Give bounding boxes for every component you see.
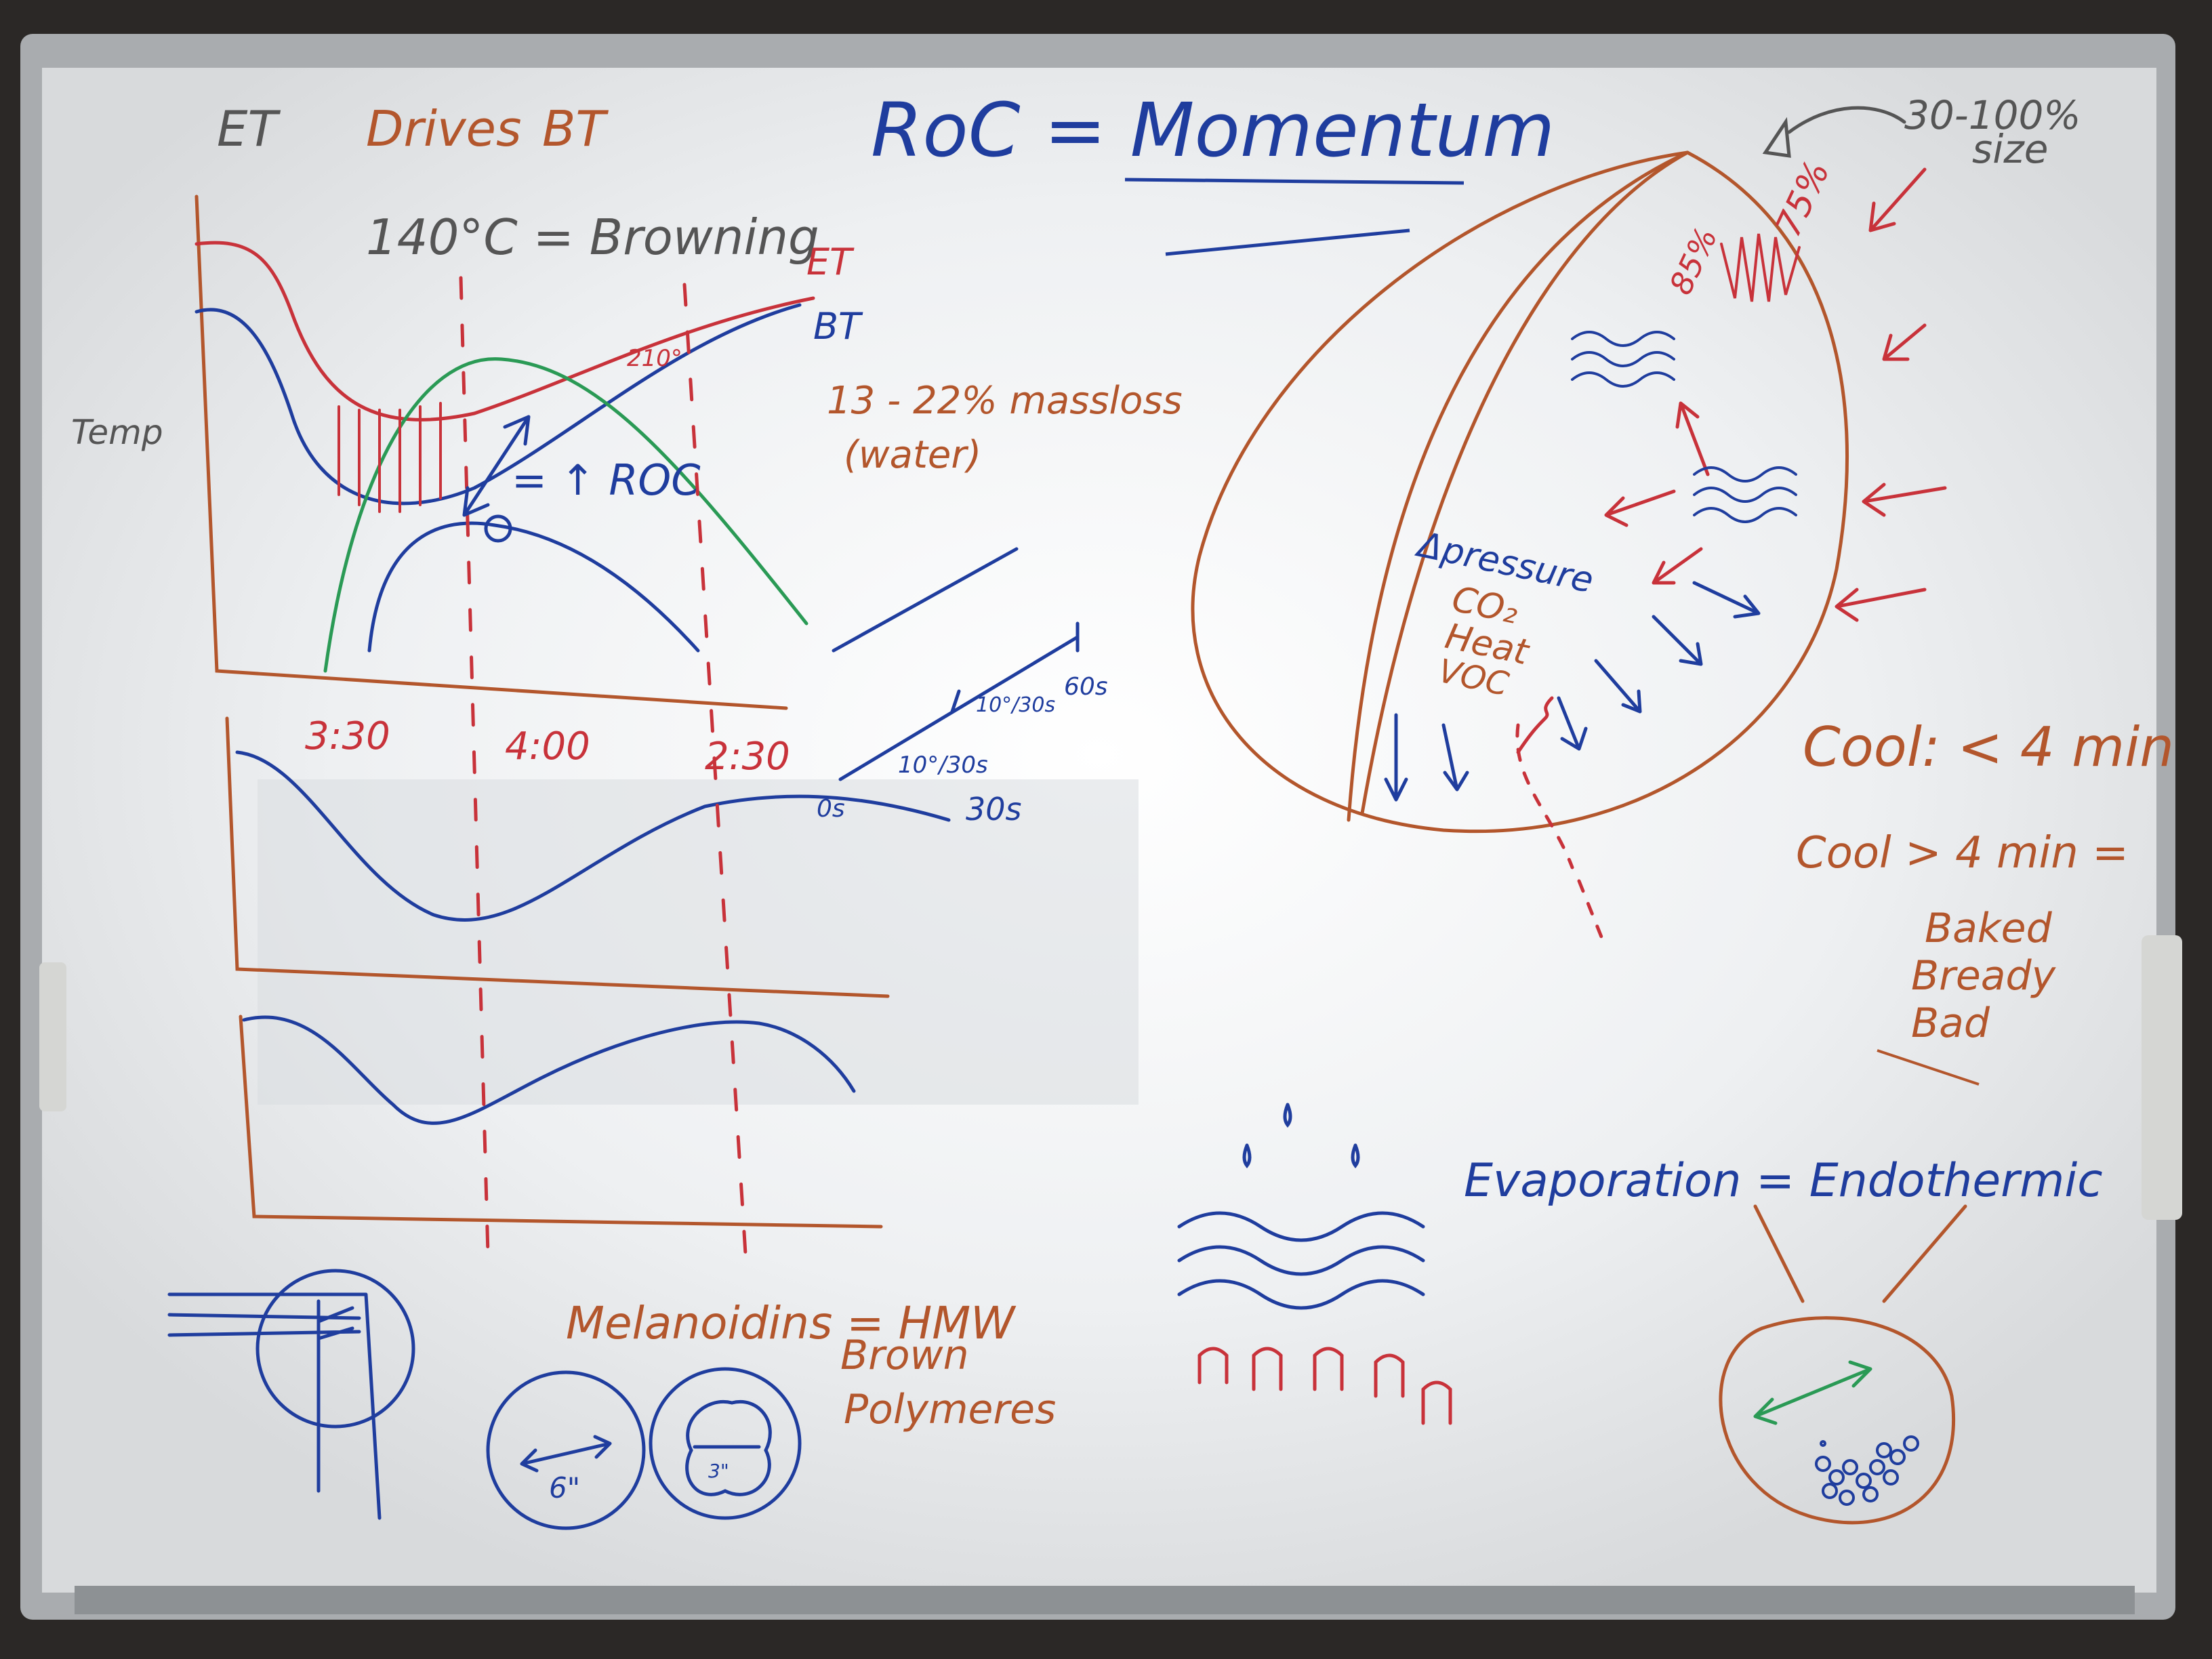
phase-label-drying: 3:30 — [305, 714, 390, 758]
size-word: size — [1972, 126, 2048, 172]
internal-red-arrows — [1515, 401, 1710, 951]
roc-peak-marker — [484, 514, 512, 543]
melanoidins-polymeres: Polymeres — [844, 1386, 1056, 1433]
water-note: (water) — [844, 433, 981, 477]
right-mount-bracket — [2142, 935, 2182, 1220]
ramp-line-lower — [838, 635, 1080, 781]
bean-6in-label: 6" — [549, 1471, 580, 1504]
roc-curve-3 — [242, 1015, 856, 1125]
phase-label-development: 2:30 — [705, 735, 790, 779]
bean-cross-sections — [167, 1269, 802, 1530]
cooling-result-3: Bad — [1911, 1000, 1990, 1047]
bean-3in-circle — [649, 1367, 802, 1520]
roast-curve-graphs — [194, 194, 1080, 1256]
ramp-line-upper — [832, 547, 1019, 653]
bean-outline — [1191, 150, 1849, 834]
roc-double-arrow — [462, 415, 531, 517]
cooling-rule: Cool: < 4 min — [1803, 716, 2174, 779]
browning-note: 140°C = Browning — [366, 209, 819, 266]
surface-heat-scribble — [1720, 233, 1801, 302]
phase-divider-1 — [459, 276, 490, 1256]
marker-tray — [75, 1586, 2135, 1614]
cooling-result-1: Baked — [1925, 905, 2053, 952]
roc-curve-2 — [235, 750, 951, 922]
board-text: ET Drives BT RoC = Momentum 140°C = Brow… — [71, 87, 2174, 1504]
evaporation-illustration — [1177, 1103, 1452, 1425]
bean-crease-inner — [1360, 150, 1689, 815]
bean-6in-circle — [486, 1370, 646, 1530]
bean-3in-label: 3" — [708, 1460, 729, 1482]
melanoidins-brown: Brown — [840, 1332, 969, 1379]
cell-size-arrow — [1753, 1360, 1872, 1425]
phase-divider-2 — [682, 283, 747, 1256]
mass-loss-note: 13 - 22% massloss — [827, 379, 1183, 423]
magnifier-funnel — [1753, 1204, 1967, 1303]
coffee-bean-diagram — [1191, 106, 1947, 951]
bean-crease-outer — [1347, 150, 1689, 822]
evaporation-note: Evaporation = Endothermic — [1464, 1154, 2103, 1208]
steam-droplets — [1242, 1103, 1360, 1169]
water-waves — [1177, 1211, 1425, 1310]
ramp-label-upper: 10°/30s — [976, 693, 1055, 717]
page-title: RoC = Momentum — [871, 87, 1555, 173]
phase-label-maillard: 4:00 — [505, 724, 590, 769]
bean-moisture-waves — [1571, 331, 1797, 523]
size-pointer-arrow — [1787, 106, 1906, 134]
heading-bt: BT — [542, 100, 609, 157]
cooling-underline — [1877, 1049, 1980, 1086]
roc-curve-1 — [367, 521, 700, 653]
internal-blue-arrows — [1384, 581, 1761, 802]
smudge-area — [258, 779, 1139, 1105]
ramp-label-60s: 60s — [1064, 673, 1108, 701]
pressure-squiggle — [1516, 696, 1554, 754]
melanoidins-note: Melanoidins = HMW — [566, 1297, 1017, 1349]
graph2-axes — [225, 716, 890, 998]
title-underline — [1124, 178, 1465, 256]
cell-outline — [1719, 1316, 1955, 1525]
heading-drives: Drives — [366, 100, 521, 157]
bean-6in-arrow — [520, 1435, 612, 1473]
cooling-slow: Cool > 4 min = — [1796, 828, 2129, 878]
ramp-tick — [950, 621, 1080, 714]
left-mount-bracket — [39, 962, 66, 1111]
cooling-result-2: Bready — [1911, 952, 2057, 1000]
heading-et: ET — [217, 100, 281, 157]
cross-section-sketch — [255, 1269, 415, 1429]
mark-210: 210° — [627, 345, 682, 372]
graph1-axes — [194, 194, 788, 710]
bean-3in-blob — [685, 1400, 772, 1496]
ramp-label-0s: 0s — [817, 795, 845, 823]
temp-axis-label: Temp — [71, 413, 163, 452]
graph3-axes — [239, 1015, 883, 1229]
bt-curve-label: BT — [813, 305, 863, 348]
external-heat-arrows — [1835, 167, 1947, 622]
ramp-label-30s: 30s — [966, 791, 1022, 827]
cross-section-lines — [167, 1292, 382, 1520]
roc-label: = ↑ ROC — [512, 455, 701, 505]
vapor-escape-path — [1515, 723, 1608, 951]
size-note: 30-100% — [1904, 92, 2081, 138]
heat-flames — [1197, 1347, 1452, 1425]
bean-cell-magnifier — [1719, 1204, 1967, 1525]
et-curve-label: ET — [806, 241, 855, 283]
ramp-label-lower: 10°/30s — [898, 752, 988, 779]
size-delta-icon — [1762, 117, 1791, 158]
cell-particles — [1815, 1435, 1919, 1506]
et-bt-hatching — [337, 402, 442, 513]
